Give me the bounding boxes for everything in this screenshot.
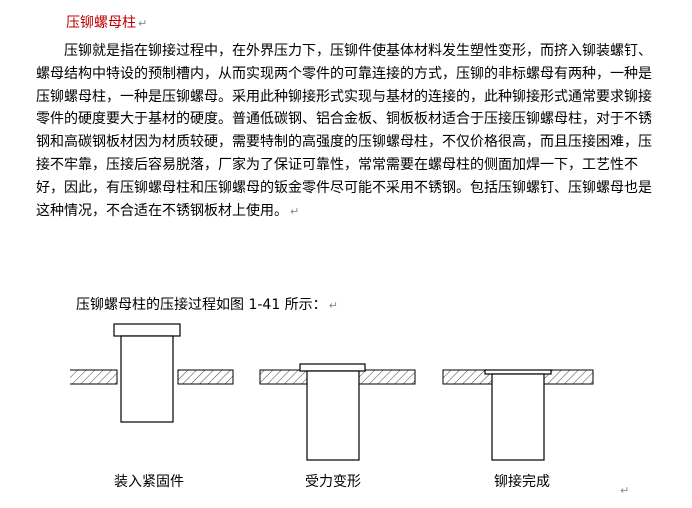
sheet-plate-right: [177, 369, 234, 385]
paragraph-mark-icon: ↵: [620, 484, 630, 497]
standoff-head: [113, 323, 181, 337]
standoff-head: [299, 363, 366, 372]
paragraph-mark-icon: ↵: [138, 17, 148, 30]
step-complete-figure: 铆接完成: [442, 369, 594, 490]
paragraph-mark-icon: ↵: [290, 204, 300, 218]
standoff-body: [120, 335, 174, 423]
step-label: 受力变形: [305, 474, 361, 490]
step-deform-figure: 受力变形: [259, 363, 416, 490]
standoff-body: [306, 370, 360, 461]
section-title-text: 压铆螺母柱: [66, 15, 136, 31]
standoff-body: [491, 373, 545, 461]
body-paragraph-text: 压铆就是指在铆接过程中，在外界压力下，压铆件使基体材料发生塑性变形，而挤入铆装螺…: [36, 43, 652, 219]
body-paragraph: 压铆就是指在铆接过程中，在外界压力下，压铆件使基体材料发生塑性变形，而挤入铆装螺…: [36, 40, 664, 223]
step-label: 铆接完成: [494, 473, 550, 490]
standoff-head: [484, 369, 552, 375]
sheet-plate-left: [70, 369, 118, 385]
figure-caption: 压铆螺母柱的压接过程如图 1-41 所示：↵: [76, 294, 338, 314]
step-insert-figure: 装入紧固件: [70, 323, 234, 490]
step-label: 装入紧固件: [114, 474, 184, 490]
paragraph-mark-icon: ↵: [328, 299, 338, 312]
figure-caption-text: 压铆螺母柱的压接过程如图 1-41 所示：: [76, 297, 327, 313]
press-fit-process-figure: 装入紧固件 受力变形 铆接完成: [70, 323, 594, 490]
section-title: 压铆螺母柱↵: [66, 12, 147, 32]
